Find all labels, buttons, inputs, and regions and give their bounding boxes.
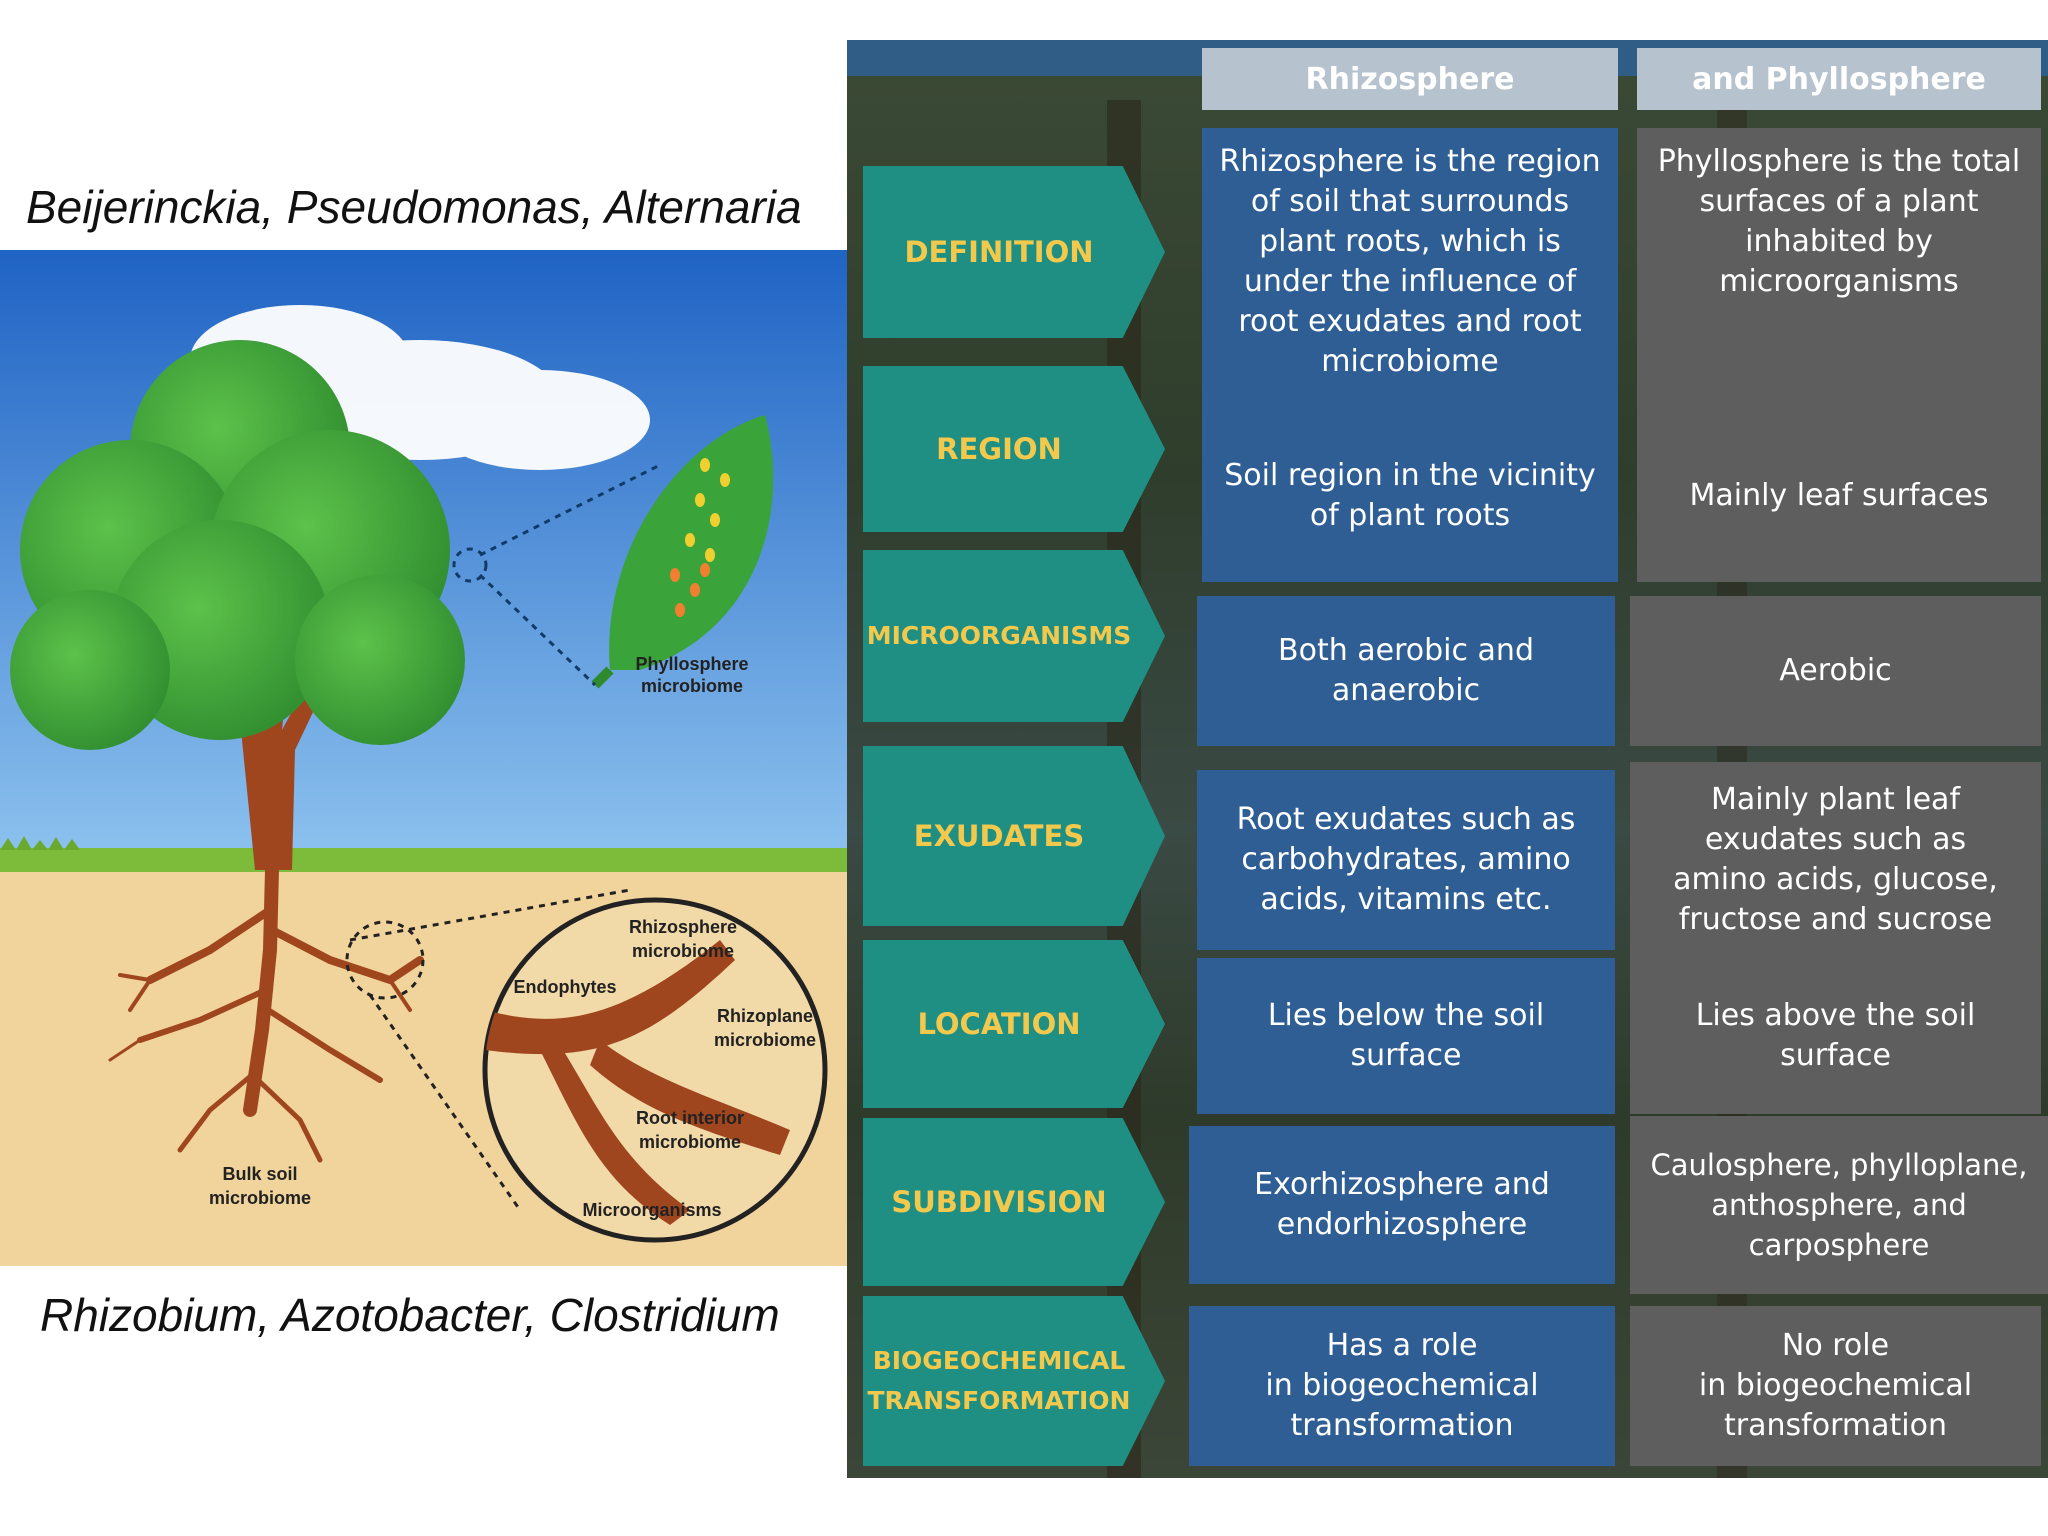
cell-phyllosphere-definition: Phyllosphere is the total surfaces of a … (1637, 128, 2041, 430)
cell-rhizosphere-region: Soil region in the vicinity of plant roo… (1202, 410, 1618, 582)
illustration-svg: Phyllosphere microbiome Rhizosphere micr… (0, 250, 848, 1266)
cell-rhizosphere-microorganisms: Both aerobic and anaerobic (1197, 596, 1615, 746)
tree-roots (108, 863, 424, 1163)
cell-phyllosphere-microorganisms: Aerobic (1630, 596, 2041, 746)
phyllosphere-label: microbiome (641, 676, 743, 696)
cell-rhizosphere-location: Lies below the soil surface (1197, 958, 1615, 1114)
root-connectors (345, 888, 631, 1211)
row-label-biogeochemical-transformation: BIOGEOCHEMICAL TRANSFORMATION (863, 1296, 1165, 1466)
row-label-region: REGION (863, 366, 1165, 532)
rhizoplane-label: Rhizoplane (717, 1006, 813, 1026)
tree-canopy (10, 340, 465, 750)
cell-rhizosphere-definition: Rhizosphere is the region of soil that s… (1202, 128, 1618, 430)
cell-phyllosphere-location: Lies above the soil surface (1630, 958, 2041, 1114)
column-header-rhizosphere: Rhizosphere (1202, 48, 1618, 110)
bottom-caption: Rhizobium, Azotobacter, Clostridium (40, 1289, 780, 1341)
cell-phyllosphere-biogeochemical: No role in biogeochemical transformation (1630, 1306, 2041, 1466)
row-label-exudates: EXUDATES (863, 746, 1165, 926)
row-label-microorganisms: MICROORGANISMS (863, 550, 1165, 722)
rhizosphere-label: Rhizosphere (629, 917, 737, 937)
cell-phyllosphere-exudates: Mainly plant leaf exudates such as amino… (1630, 762, 2041, 958)
microorganisms-label: Microorganisms (582, 1200, 721, 1220)
rhizoplane-label: microbiome (714, 1030, 816, 1050)
cell-rhizosphere-subdivision: Exorhizosphere and endorhizosphere (1189, 1126, 1615, 1284)
root-interior-label: Root interior (636, 1108, 744, 1128)
root-interior-label: microbiome (639, 1132, 741, 1152)
cell-rhizosphere-biogeochemical: Has a role in biogeochemical transformat… (1189, 1306, 1615, 1466)
row-label-subdivision: SUBDIVISION (863, 1118, 1165, 1286)
row-label-location: LOCATION (863, 940, 1165, 1108)
cell-phyllosphere-region: Mainly leaf surfaces (1637, 410, 2041, 582)
phyllosphere-leaf (591, 415, 774, 689)
column-header-phyllosphere: and Phyllosphere (1637, 48, 2041, 110)
bulk-soil-label: microbiome (209, 1188, 311, 1208)
endophytes-label: Endophytes (513, 977, 616, 997)
plant-microbiome-illustration: Phyllosphere microbiome Rhizosphere micr… (0, 250, 848, 1266)
cell-phyllosphere-subdivision: Caulosphere, phylloplane, anthosphere, a… (1630, 1116, 2048, 1294)
comparison-table: Rhizosphere and Phyllosphere DEFINITION … (847, 40, 2048, 1478)
dashed-connectors (452, 463, 661, 687)
grass (0, 848, 848, 872)
rhizosphere-detail-circle (482, 897, 828, 1243)
cell-rhizosphere-exudates: Root exudates such as carbohydrates, ami… (1197, 770, 1615, 950)
phyllosphere-label: Phyllosphere (635, 654, 748, 674)
top-caption: Beijerinckia, Pseudomonas, Alternaria (26, 181, 802, 233)
rhizosphere-label: microbiome (632, 941, 734, 961)
bulk-soil-label: Bulk soil (222, 1164, 297, 1184)
row-label-definition: DEFINITION (863, 166, 1165, 338)
